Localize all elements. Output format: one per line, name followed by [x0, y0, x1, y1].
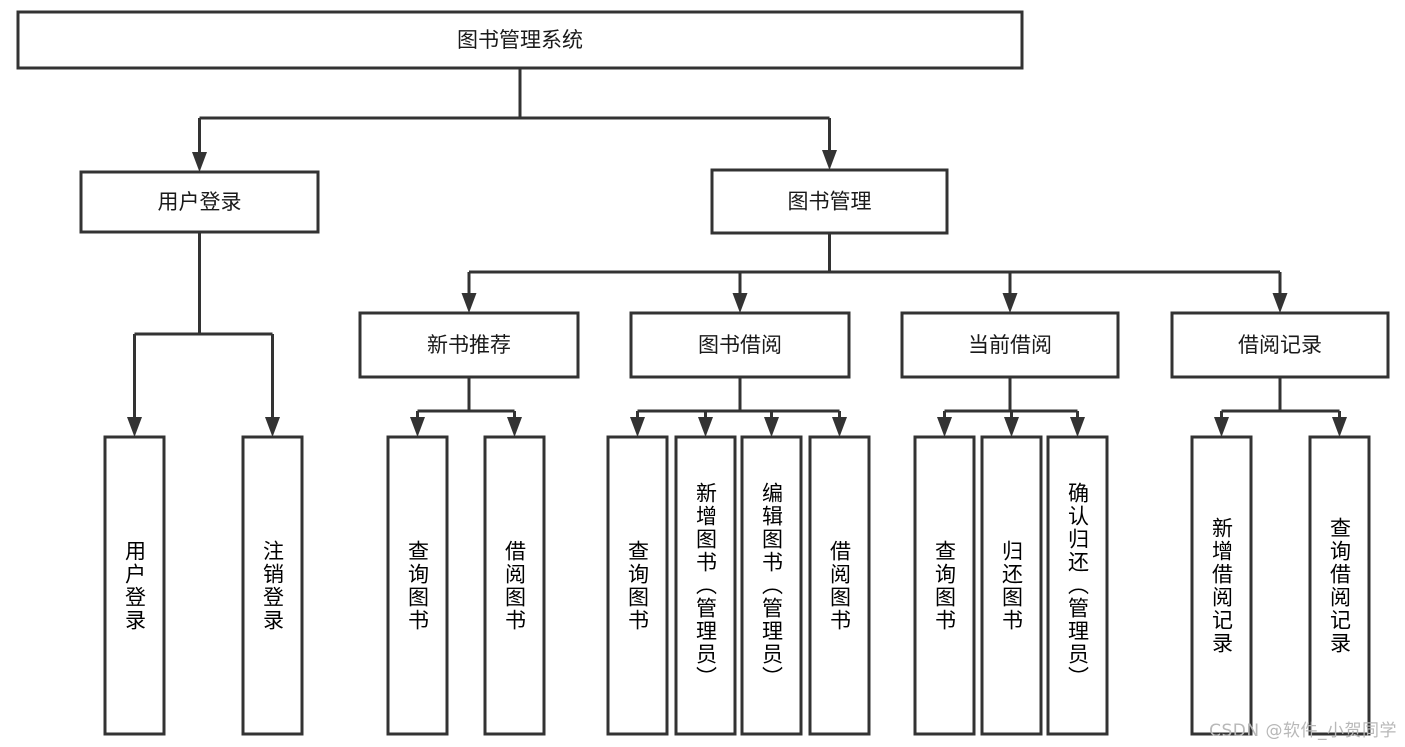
node-query-borrow-record-label-wrap: 查询借阅记录: [1327, 516, 1352, 655]
node-add-borrow-record-box[interactable]: [1190, 435, 1253, 736]
node-user-logout-label-wrap: 注销登录: [260, 539, 285, 632]
node-add-book-admin-label-wrap: 新增图书（管理员）: [693, 482, 718, 689]
node-user-logout-label: 注销登录: [260, 539, 285, 632]
node-edit-book-admin-label: 编辑图书（管理员）: [759, 482, 784, 689]
node-book-manage-label: 图书管理: [788, 190, 872, 214]
node-return-book-label: 归还图书: [999, 539, 1024, 632]
node-query-book-1-box[interactable]: [386, 435, 449, 736]
node-borrow-book-1-label: 借阅图书: [502, 539, 527, 632]
node-query-book-1-label-wrap: 查询图书: [405, 539, 430, 632]
edge-current-borrow-to-query-book-3-arrowhead: [937, 417, 952, 437]
edge-user-login-to-user-login-do-arrowhead: [127, 417, 142, 437]
node-book-manage-box[interactable]: [710, 168, 949, 235]
node-add-book-admin-box[interactable]: [674, 435, 737, 736]
node-edit-book-admin-label-wrap: 编辑图书（管理员）: [759, 482, 784, 689]
node-query-borrow-record-box[interactable]: [1308, 435, 1371, 736]
edge-user-login-to-user-logout-arrowhead: [265, 417, 280, 437]
edge-current-borrow-to-confirm-return-admin-arrowhead: [1070, 417, 1085, 437]
node-borrow-book-1-label-wrap: 借阅图书: [502, 539, 527, 632]
edge-book-borrow-to-query-book-2-arrowhead: [630, 417, 645, 437]
node-user-login-box[interactable]: [79, 170, 320, 234]
node-confirm-return-admin-label-wrap: 确认归还（管理员）: [1065, 482, 1090, 689]
node-confirm-return-admin-box[interactable]: [1046, 435, 1109, 736]
node-user-login-do-label-wrap: 用户登录: [122, 539, 147, 632]
node-query-book-3-label-wrap: 查询图书: [932, 539, 957, 632]
node-query-book-2-label-wrap: 查询图书: [625, 539, 650, 632]
edge-new-book-recommend-to-borrow-book-1-arrowhead: [507, 417, 522, 437]
edge-book-borrow-to-borrow-book-2-arrowhead: [832, 417, 847, 437]
node-return-book-box[interactable]: [980, 435, 1043, 736]
node-user-logout-box[interactable]: [241, 435, 304, 736]
edge-root-to-book-manage-arrowhead: [822, 150, 837, 170]
node-borrow-book-2-label-wrap: 借阅图书: [827, 539, 852, 632]
node-query-book-1-label: 查询图书: [405, 539, 430, 632]
node-return-book-label-wrap: 归还图书: [999, 539, 1024, 632]
node-borrow-book-2-label: 借阅图书: [827, 539, 852, 632]
node-new-book-recommend-box[interactable]: [358, 311, 580, 379]
node-add-borrow-record-label: 新增借阅记录: [1209, 516, 1234, 655]
node-add-borrow-record-label-wrap: 新增借阅记录: [1209, 516, 1234, 655]
edge-book-manage-to-book-borrow-arrowhead: [732, 293, 748, 313]
node-query-book-2-box[interactable]: [606, 435, 669, 736]
edge-book-borrow-to-edit-book-admin-arrowhead: [764, 417, 779, 437]
node-root-label: 图书管理系统: [457, 28, 583, 52]
edge-root-to-user-login-arrowhead: [192, 152, 207, 172]
node-book-borrow-label: 图书借阅: [698, 333, 782, 357]
boxes-layer: [16, 10, 1390, 736]
node-add-book-admin-label: 新增图书（管理员）: [693, 482, 718, 689]
labels-layer: 图书管理系统用户登录用户登录注销登录图书管理新书推荐查询图书借阅图书图书借阅查询…: [122, 28, 1352, 689]
node-new-book-recommend-label: 新书推荐: [427, 333, 511, 357]
edge-borrow-records-to-query-borrow-record-arrowhead: [1332, 417, 1347, 437]
connectors-layer: [127, 68, 1347, 437]
node-edit-book-admin-box[interactable]: [740, 435, 803, 736]
edge-new-book-recommend-to-query-book-1-arrowhead: [410, 417, 425, 437]
node-borrow-book-1-box[interactable]: [483, 435, 546, 736]
node-query-book-3-label: 查询图书: [932, 539, 957, 632]
node-user-login-do-box[interactable]: [103, 435, 166, 736]
edge-book-manage-to-new-book-recommend-arrowhead: [461, 293, 477, 313]
node-borrow-records-box[interactable]: [1170, 311, 1390, 379]
edge-borrow-records-to-add-borrow-record-arrowhead: [1214, 417, 1229, 437]
edge-book-borrow-to-add-book-admin-arrowhead: [698, 417, 713, 437]
node-query-borrow-record-label: 查询借阅记录: [1327, 516, 1352, 655]
node-borrow-records-label: 借阅记录: [1238, 333, 1322, 357]
node-confirm-return-admin-label: 确认归还（管理员）: [1065, 482, 1090, 689]
edge-current-borrow-to-return-book-arrowhead: [1004, 417, 1019, 437]
edge-book-manage-to-current-borrow-arrowhead: [1002, 293, 1018, 313]
node-user-login-do-label: 用户登录: [122, 539, 147, 632]
node-query-book-2-label: 查询图书: [625, 539, 650, 632]
node-current-borrow-box[interactable]: [900, 311, 1120, 379]
node-book-borrow-box[interactable]: [629, 311, 851, 379]
node-user-login-label: 用户登录: [158, 190, 242, 214]
node-query-book-3-box[interactable]: [913, 435, 976, 736]
edge-book-manage-to-borrow-records-arrowhead: [1272, 293, 1288, 313]
node-borrow-book-2-box[interactable]: [808, 435, 871, 736]
node-current-borrow-label: 当前借阅: [968, 333, 1052, 357]
node-root-box[interactable]: [16, 10, 1024, 70]
